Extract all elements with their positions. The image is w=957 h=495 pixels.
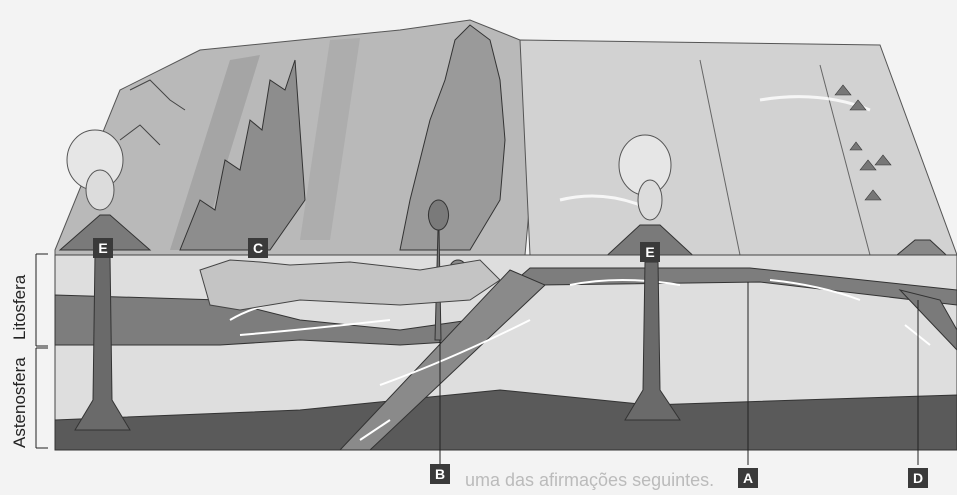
label-d: D — [908, 468, 928, 488]
label-astenosfera: Astenosfera — [10, 357, 30, 448]
label-e-right: E — [640, 242, 660, 262]
label-c: C — [248, 238, 268, 258]
label-b: B — [430, 464, 450, 484]
label-litosfera: Litosfera — [10, 275, 30, 340]
label-e-left: E — [93, 238, 113, 258]
label-a: A — [738, 468, 758, 488]
bleed-through-text: uma das afirmações seguintes. — [465, 470, 714, 491]
